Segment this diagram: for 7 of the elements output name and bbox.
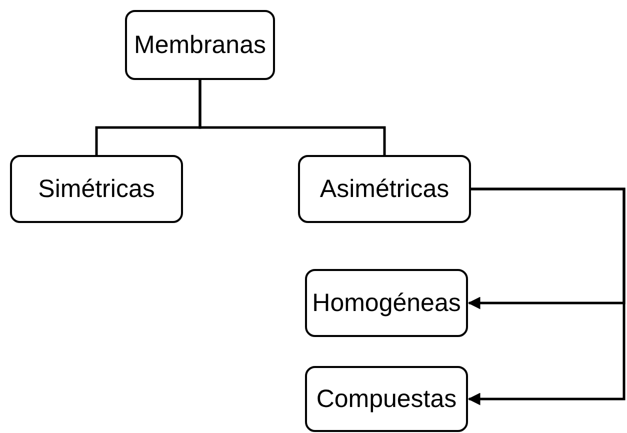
category-box: Simétricas xyxy=(10,155,183,223)
category-box: Membranas xyxy=(125,10,275,80)
connector-line xyxy=(198,80,386,155)
category-box: Asimétricas xyxy=(298,155,471,223)
category-box: Compuestas xyxy=(305,366,468,432)
arrow xyxy=(468,188,626,406)
category-box: Homogéneas xyxy=(305,269,468,337)
